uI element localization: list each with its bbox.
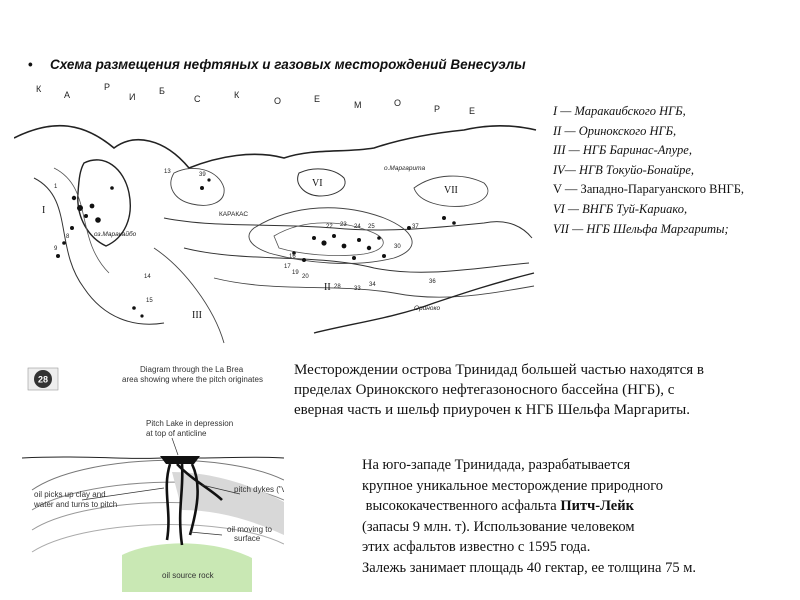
label-maracaibo: оз.Маракайбо	[94, 230, 137, 238]
sea-letter: Р	[434, 104, 440, 114]
oil-moving-line2: surface	[234, 534, 261, 543]
field-number: 15	[146, 298, 153, 304]
field-number: 23	[340, 222, 347, 228]
legend-item: II — Оринокского НГБ,	[553, 123, 677, 138]
sea-letter: А	[64, 90, 70, 100]
field-number: 36	[429, 279, 436, 285]
field-number: 30	[394, 244, 401, 250]
legend-item: VII — НГБ Шельфа Маргариты;	[553, 221, 729, 236]
field-number: 33	[354, 286, 361, 292]
reservoir-rock	[172, 472, 284, 535]
caption-line1: Diagram through the La Brea	[140, 365, 244, 374]
field-number: 25	[368, 224, 375, 230]
field-number: 9	[54, 246, 58, 252]
label-caracas: КАРАКАС	[219, 211, 248, 218]
lake-maracaibo	[77, 159, 131, 247]
sea-letter: Р	[104, 82, 110, 92]
bullet-marker: •	[28, 57, 33, 72]
trinidad-paragraph: Месторождении острова Тринидад большей ч…	[294, 360, 794, 420]
field-numbers: 1 8 9 13 39 14 15 16 17 19 20 37 22 23 2…	[54, 169, 436, 304]
sea-letter: К	[234, 90, 240, 100]
sea-letter: Е	[314, 94, 320, 104]
paragraph-line: Месторождении острова Тринидад большей ч…	[294, 362, 705, 378]
slide-title: • Схема размещения нефтяных и газовых мес…	[28, 57, 526, 72]
venezuela-fields-map: К А Р И Б С К О Е М О Р Е о.Маргарита КА…	[14, 78, 539, 346]
pitch-lake-line1: Pitch Lake in depression	[146, 419, 233, 428]
sea-letter: О	[274, 96, 281, 106]
caption-line2: area showing where the pitch originates	[122, 375, 263, 384]
field-number: 34	[369, 282, 376, 288]
legend-item: V — Западно-Парагуанского ВНГБ,	[553, 182, 745, 197]
field-number: 16	[289, 254, 296, 260]
pitch-lake-line2: at top of anticline	[146, 429, 207, 438]
sea-letter: И	[129, 92, 135, 102]
paragraph-line: пределах Оринокского нефтегазоносного ба…	[294, 382, 675, 398]
sea-letter: С	[194, 94, 201, 104]
sea-label: К А Р И Б С К О Е М О Р Е	[36, 82, 475, 116]
pitch-lake-diagram: 28 Diagram through the La Brea area show…	[22, 360, 284, 592]
field-number: 19	[292, 270, 299, 276]
badge-circle	[34, 370, 52, 388]
field-number: 39	[199, 172, 206, 178]
field-number: 17	[284, 264, 291, 270]
basin-legend: I — Маракаибского НГБ, II — Оринокского …	[553, 102, 744, 239]
field-number: 28	[334, 284, 341, 290]
paragraph-line: (запасы 9 млн. т). Использование человек…	[362, 518, 635, 535]
orinoco-river	[313, 272, 535, 334]
legend-item: VI — ВНГБ Туй-Кариако,	[553, 201, 688, 216]
field-number: 14	[144, 274, 151, 280]
paragraph-line: этих асфальтов известно с 1595 года.	[362, 539, 591, 555]
field-number: 22	[326, 224, 333, 230]
oil-picks-line1: oil picks up clay and	[34, 490, 106, 499]
paragraph-line: Залежь занимает площадь 40 гектар, ее то…	[362, 559, 697, 576]
paragraph-line: На юго-западе Тринидада, разрабатывается	[362, 457, 631, 473]
legend-item: III — НГБ Баринас-Апуре,	[553, 143, 692, 158]
title-text: Схема размещения нефтяных и газовых мест…	[50, 57, 526, 72]
sea-letter: М	[354, 100, 362, 110]
source-rock	[122, 543, 252, 592]
oil-moving-line1: oil moving to	[227, 525, 272, 534]
pitch-dykes-label: pitch dykes ("veins")	[234, 485, 284, 494]
label-basin-iii: III	[192, 310, 202, 321]
legend-item: I — Маракаибского НГБ,	[553, 104, 686, 118]
pitch-lake-paragraph: На юго-западе Тринидада, разрабатывается…	[362, 455, 792, 578]
paragraph-text: высококачественного асфальта	[362, 498, 561, 514]
legend-item: IV— НГВ Токуйо-Бонайре,	[553, 162, 694, 177]
label-basin-vi: VI	[312, 178, 323, 189]
badge-number: 28	[38, 375, 48, 385]
oil-source-label: oil source rock	[162, 571, 215, 580]
field-number: 37	[412, 224, 419, 230]
oil-picks-line2: water and turns to pitch	[33, 500, 117, 509]
label-basin-vii: VII	[444, 185, 458, 196]
label-basin-i: I	[42, 205, 45, 216]
field-markers	[56, 178, 456, 318]
label-basin-ii: II	[324, 282, 331, 293]
paragraph-line: высококачественного асфальта Питч-Лейк	[362, 496, 792, 517]
sea-letter: О	[394, 98, 401, 108]
field-number: 1	[54, 184, 58, 190]
pitch-lake	[160, 456, 200, 464]
paragraph-line: крупное уникальное месторождение природн…	[362, 477, 664, 494]
field-number: 20	[302, 274, 309, 280]
field-number: 13	[164, 169, 171, 175]
coastline	[14, 124, 537, 169]
label-orinoco: Ориноко	[414, 305, 441, 312]
pitch-lake-name: Питч-Лейк	[560, 498, 634, 514]
sea-letter: Е	[469, 106, 475, 116]
pitch-dykes	[165, 463, 223, 546]
paragraph-line: еверная часть и шельф приурочен к НГБ Ше…	[294, 402, 690, 418]
sea-letter: Б	[159, 86, 165, 96]
field-number: 24	[354, 224, 361, 230]
label-margarita: о.Маргарита	[384, 165, 425, 172]
field-number: 8	[66, 234, 70, 240]
sea-letter: К	[36, 84, 42, 94]
